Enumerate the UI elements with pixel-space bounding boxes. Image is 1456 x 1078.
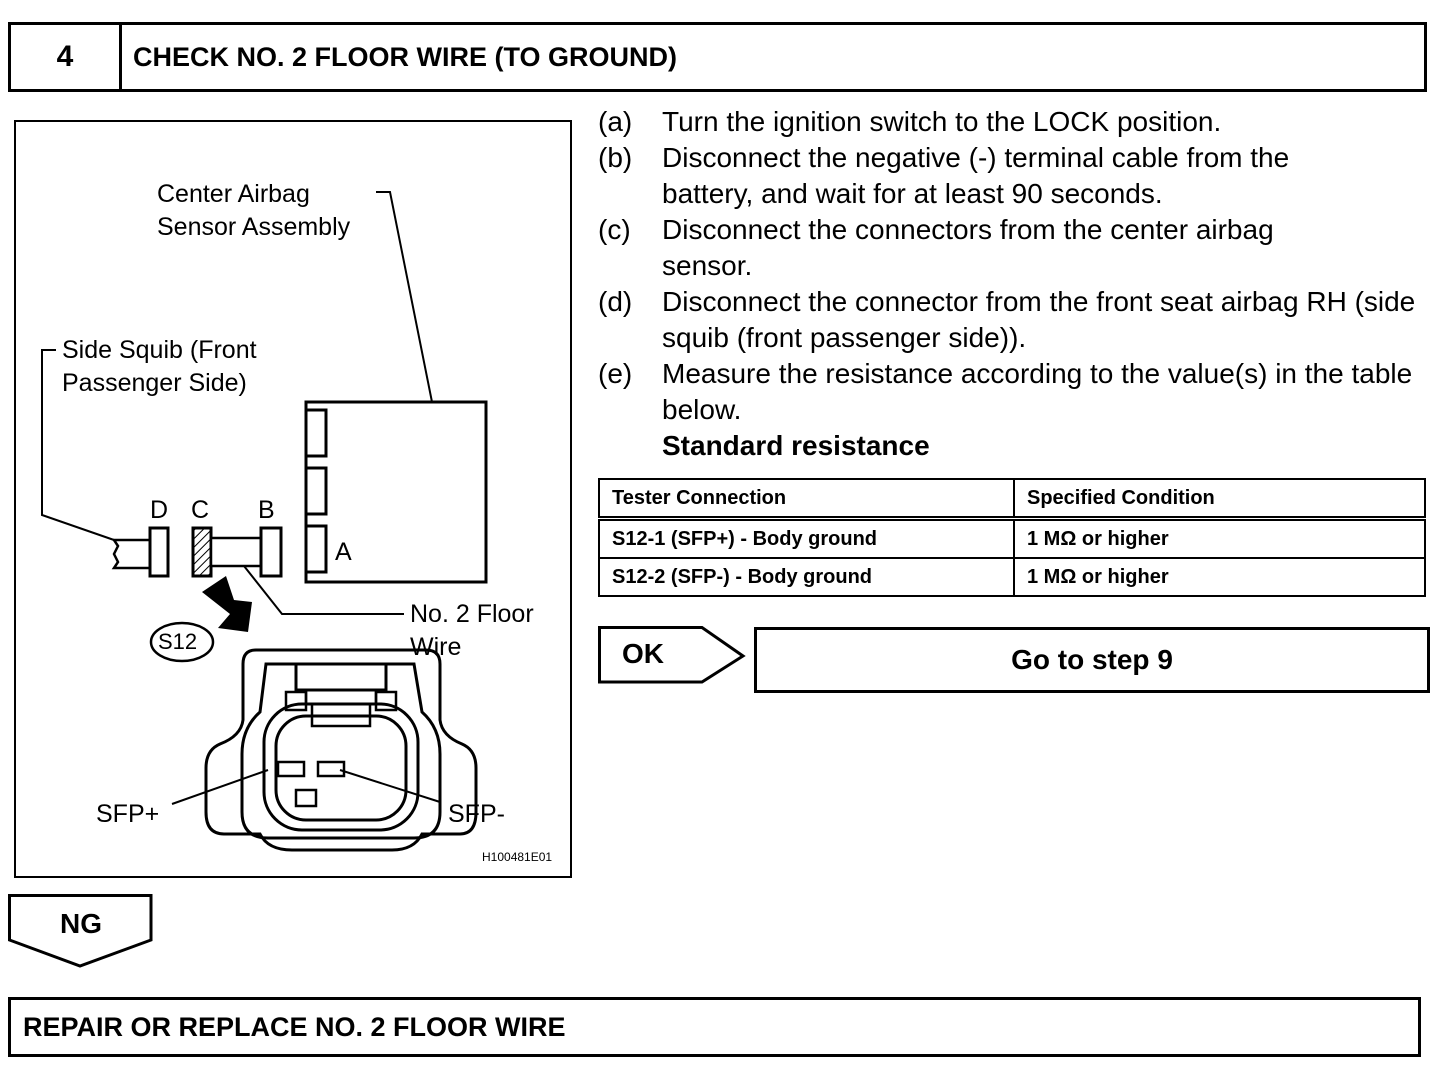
procedure-step: (e) Measure the resistance according to …: [598, 356, 1428, 428]
table-cell: S12-2 (SFP-) - Body ground: [598, 557, 1015, 597]
step-number: 4: [11, 25, 122, 89]
step-letter: (c): [598, 214, 631, 245]
connector-face-view: [204, 648, 478, 852]
table-header-row: Tester Connection Specified Condition: [598, 478, 1426, 520]
table-row: S12-1 (SFP+) - Body ground 1 MΩ or highe…: [598, 517, 1426, 559]
ok-arrow-shape: [598, 626, 746, 684]
connector-d: [148, 526, 170, 578]
procedure-step: (b) Disconnect the negative (-) terminal…: [598, 140, 1428, 212]
step-text: Disconnect the connector from the front …: [662, 286, 1416, 353]
s12-ellipse: [149, 621, 215, 663]
standard-resistance-heading: Standard resistance: [662, 430, 930, 461]
ok-result: OK: [598, 626, 748, 693]
airbag-sensor-box: [304, 400, 488, 584]
procedure-steps: (a) Turn the ignition switch to the LOCK…: [598, 104, 1428, 464]
column-header: Tester Connection: [598, 478, 1015, 520]
procedure-step: (c) Disconnect the connectors from the c…: [598, 212, 1428, 284]
sfp-plus-label: SFP+: [96, 800, 160, 828]
step-letter: (b): [598, 142, 633, 173]
table-cell: 1 MΩ or higher: [1013, 517, 1426, 559]
direction-arrow: [202, 576, 252, 632]
connector-a-letter: A: [335, 538, 352, 566]
floor-wire-label: No. 2 Floor Wire: [410, 600, 534, 661]
step-text: Turn the ignition switch to the LOCK pos…: [662, 106, 1222, 137]
ok-label: OK: [622, 638, 664, 669]
procedure-step: (a) Turn the ignition switch to the LOCK…: [598, 104, 1428, 140]
figure-code: H100481E01: [482, 850, 553, 864]
sfp-minus-label: SFP-: [448, 800, 505, 828]
step-text: Disconnect the negative (-) terminal cab…: [662, 142, 1290, 209]
wiring-diagram: Center Airbag Sensor Assembly Side Squib…: [14, 120, 572, 878]
ng-arrow-shape: [8, 894, 153, 968]
side-squib-label: Side Squib (Front Passenger Side): [62, 336, 257, 397]
procedure-step: (d) Disconnect the connector from the fr…: [598, 284, 1428, 356]
column-header: Specified Condition: [1013, 478, 1426, 520]
connector-a: [304, 524, 328, 574]
step-text: Measure the resistance according to the …: [662, 358, 1413, 425]
step-letter: (a): [598, 106, 633, 137]
connector-b-letter: B: [258, 496, 275, 524]
connector-b: [259, 526, 283, 578]
table-cell: S12-1 (SFP+) - Body ground: [598, 517, 1015, 559]
connector-c: [191, 526, 213, 578]
connector-c-letter: C: [191, 496, 210, 524]
ng-result: NG: [8, 894, 156, 975]
step-letter: (e): [598, 358, 633, 389]
ng-label: NG: [60, 908, 102, 939]
repair-instruction: REPAIR OR REPLACE NO. 2 FLOOR WIRE: [8, 997, 1421, 1057]
diagram-drawing: [41, 191, 488, 852]
goto-step-link[interactable]: Go to step 9: [754, 627, 1430, 693]
resistance-table: Tester Connection Specified Condition S1…: [598, 478, 1426, 597]
connector-id-label: S12: [158, 629, 198, 654]
table-cell: 1 MΩ or higher: [1013, 557, 1426, 597]
step-title: CHECK NO. 2 FLOOR WIRE (TO GROUND): [133, 41, 677, 72]
step-header: 4 CHECK NO. 2 FLOOR WIRE (TO GROUND): [8, 22, 1427, 92]
step-text: Disconnect the connectors from the cente…: [662, 214, 1274, 281]
table-row: S12-2 (SFP-) - Body ground 1 MΩ or highe…: [598, 557, 1426, 597]
connector-d-letter: D: [150, 496, 169, 524]
step-letter: (d): [598, 286, 633, 317]
center-airbag-label: Center Airbag Sensor Assembly: [157, 180, 351, 241]
